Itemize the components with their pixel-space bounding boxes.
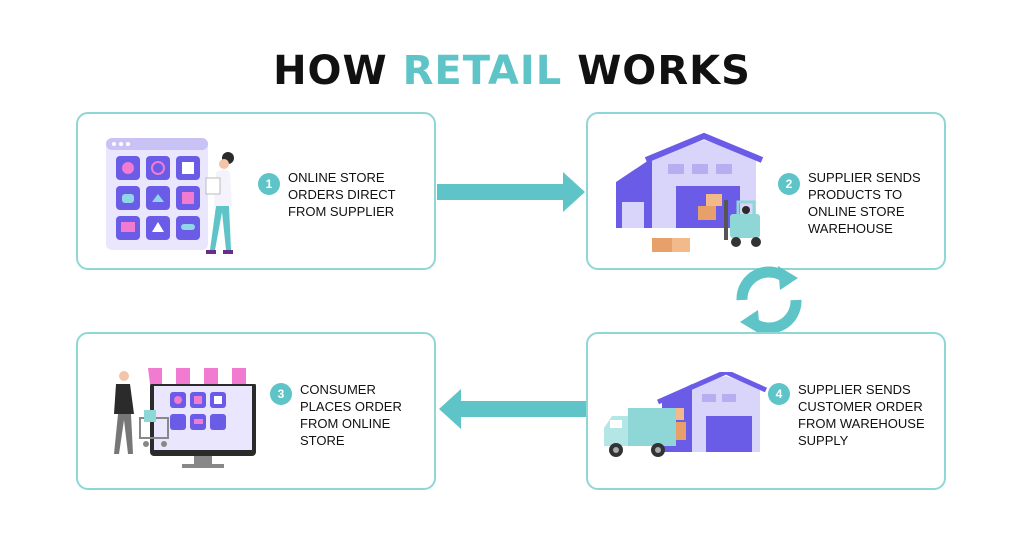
- step-line: FROM WAREHOUSE: [798, 416, 925, 431]
- title-part2: WORKS: [577, 48, 751, 94]
- step-line: FROM ONLINE: [300, 416, 391, 431]
- step-line: CONSUMER: [300, 382, 376, 397]
- step-number-badge: 4: [768, 383, 790, 405]
- online-storefront-shopper-icon: [104, 362, 264, 472]
- step-line: CUSTOMER ORDER: [798, 399, 923, 414]
- warehouse-forklift-icon: [606, 130, 776, 258]
- step-line: WAREHOUSE: [808, 221, 893, 236]
- page-title: HOW RETAIL WORKS: [0, 48, 1024, 94]
- step-description: SUPPLIER SENDS PRODUCTS TO ONLINE STORE …: [808, 169, 958, 237]
- step-card-4: 4 SUPPLIER SENDS CUSTOMER ORDER FROM WAR…: [586, 332, 946, 490]
- step-line: PLACES ORDER: [300, 399, 402, 414]
- step-number-badge: 3: [270, 383, 292, 405]
- step-line: ONLINE STORE: [808, 204, 905, 219]
- refresh-cycle-icon: [728, 262, 810, 338]
- step-line: ONLINE STORE: [288, 170, 385, 185]
- step-card-1: 1 ONLINE STORE ORDERS DIRECT FROM SUPPLI…: [76, 112, 436, 270]
- step-line: SUPPLY: [798, 433, 849, 448]
- step-line: ORDERS DIRECT: [288, 187, 396, 202]
- step-card-2: 2 SUPPLIER SENDS PRODUCTS TO ONLINE STOR…: [586, 112, 946, 270]
- step-line: PRODUCTS TO: [808, 187, 903, 202]
- shopper-with-product-grid-icon: [102, 134, 242, 259]
- step-number-badge: 2: [778, 173, 800, 195]
- step-description: SUPPLIER SENDS CUSTOMER ORDER FROM WAREH…: [798, 381, 948, 449]
- step-card-3: 3 CONSUMER PLACES ORDER FROM ONLINE STOR…: [76, 332, 436, 490]
- step-line: STORE: [300, 433, 345, 448]
- step-description: ONLINE STORE ORDERS DIRECT FROM SUPPLIER: [288, 169, 438, 220]
- title-accent: RETAIL: [402, 48, 563, 94]
- warehouse-delivery-truck-icon: [602, 372, 772, 462]
- arrow-left-icon: [437, 387, 587, 431]
- title-part1: HOW: [273, 48, 388, 94]
- step-line: SUPPLIER SENDS: [798, 382, 911, 397]
- step-line: FROM SUPPLIER: [288, 204, 395, 219]
- step-number-badge: 1: [258, 173, 280, 195]
- step-description: CONSUMER PLACES ORDER FROM ONLINE STORE: [300, 381, 450, 449]
- arrow-right-icon: [437, 170, 587, 214]
- step-line: SUPPLIER SENDS: [808, 170, 921, 185]
